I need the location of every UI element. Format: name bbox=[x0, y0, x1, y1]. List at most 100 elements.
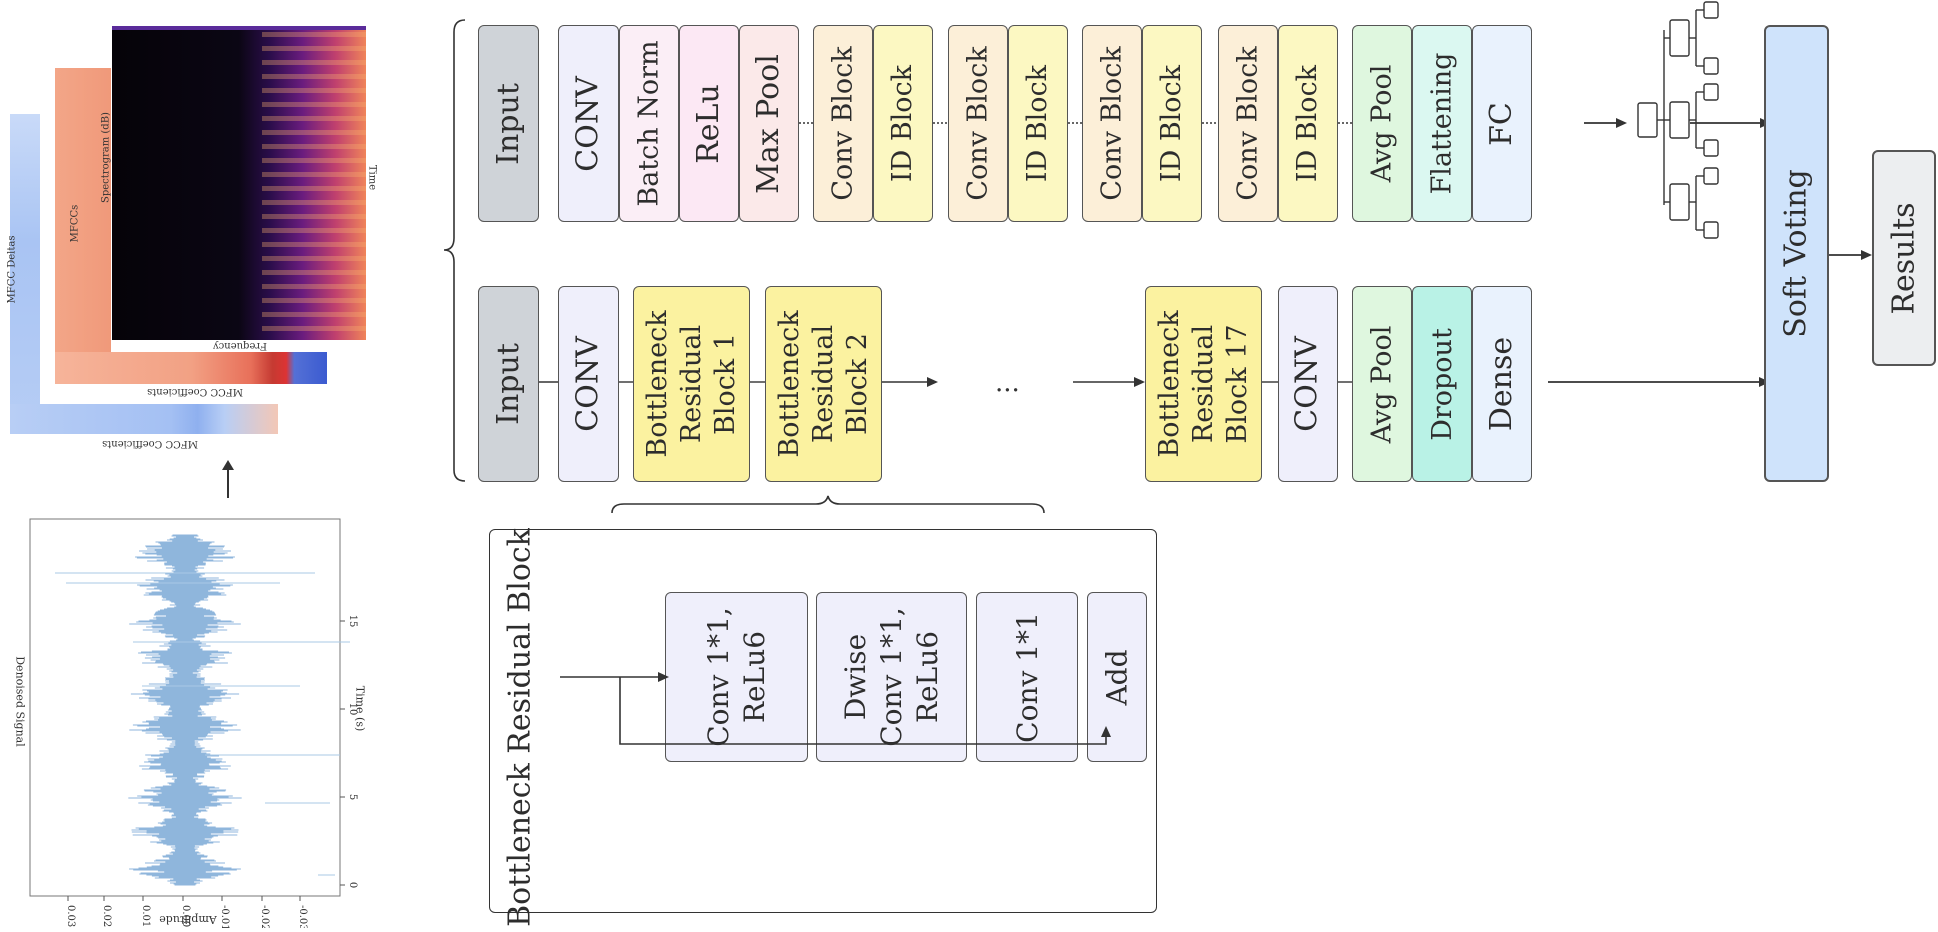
mfccs-x-label: MFCC Coefficients bbox=[147, 386, 243, 397]
mobilenet-input-label: Input bbox=[490, 343, 526, 425]
conv-block-2[interactable]: Conv Block bbox=[948, 25, 1008, 222]
spectrogram-panel: Spectrogram (dB) Frequency Time bbox=[80, 22, 400, 352]
id-block-4[interactable]: ID Block bbox=[1278, 25, 1338, 222]
detail-dwise-conv-block[interactable]: Dwise Conv 1*1, ReLu6 bbox=[816, 592, 967, 762]
bottleneck-brace bbox=[611, 495, 1045, 514]
spectrogram-band bbox=[262, 74, 366, 79]
mobilenet-connectors bbox=[539, 377, 1770, 387]
bottleneck-block-17[interactable]: Bottleneck Residual Block 17 bbox=[1145, 286, 1262, 482]
soft-voting-to-results-arrow bbox=[1829, 250, 1872, 260]
signal-y-axis-label: Amplitude bbox=[159, 913, 217, 926]
spectrogram-band bbox=[262, 144, 366, 149]
spectrogram-band bbox=[262, 298, 366, 303]
dense-block[interactable]: Dense bbox=[1472, 286, 1532, 482]
spectrogram-band bbox=[262, 88, 366, 93]
batch-norm-block[interactable]: Batch Norm bbox=[619, 25, 679, 222]
mfccs-map bbox=[55, 68, 111, 384]
amplitude-tick-label: 0.03 bbox=[65, 905, 76, 927]
spectrogram-band bbox=[262, 242, 366, 247]
signal-to-features-arrow bbox=[222, 460, 234, 498]
ellipsis-label: ... bbox=[995, 368, 1020, 398]
detail-add-block[interactable]: Add bbox=[1087, 592, 1147, 762]
id-block-3[interactable]: ID Block bbox=[1142, 25, 1202, 222]
mfccs-map-bottom bbox=[55, 352, 327, 384]
conv-block-3[interactable]: Conv Block bbox=[1082, 25, 1142, 222]
resnet-input-block[interactable]: Input bbox=[478, 25, 539, 222]
spectrogram-bands bbox=[262, 32, 366, 331]
spectrogram-y-label: Time bbox=[366, 164, 378, 191]
amplitude-tick-label: -0.03 bbox=[297, 905, 308, 928]
resnet-conv-label: CONV bbox=[570, 75, 606, 172]
spectrogram-x-label: Frequency bbox=[212, 340, 268, 351]
flattening-label: Flattening bbox=[1426, 52, 1458, 195]
mobilenet-input-block[interactable]: Input bbox=[478, 286, 539, 482]
relu-label: ReLu bbox=[691, 83, 726, 164]
time-tick-label: 10 bbox=[347, 703, 358, 716]
bottleneck-detail-panel: Bottleneck Residual Block Conv 1*1, ReLu… bbox=[489, 528, 1157, 927]
spectrogram-band bbox=[262, 270, 366, 275]
dropout-block[interactable]: Dropout bbox=[1412, 286, 1472, 482]
resnet-dotted-connectors bbox=[799, 122, 1352, 124]
spectrogram-band bbox=[262, 172, 366, 177]
id-block-2[interactable]: ID Block bbox=[1008, 25, 1068, 222]
spectrogram-band bbox=[262, 256, 366, 261]
decision-tree-icon bbox=[1637, 1, 1719, 239]
resnet-input-label: Input bbox=[490, 82, 526, 165]
decision-tree-section bbox=[1584, 1, 1771, 239]
time-tick-label: 5 bbox=[347, 794, 358, 800]
tree-to-soft-voting-arrow bbox=[1690, 118, 1771, 128]
conv-block-1[interactable]: Conv Block bbox=[813, 25, 873, 222]
spectrogram-band bbox=[262, 32, 366, 37]
fc-block[interactable]: FC bbox=[1472, 25, 1532, 222]
waveform-trace bbox=[128, 534, 242, 886]
flattening-block[interactable]: Flattening bbox=[1412, 25, 1472, 222]
mobilenet-conv2-block[interactable]: CONV bbox=[1278, 286, 1338, 482]
resnet-avg-pool-block[interactable]: Avg Pool bbox=[1352, 25, 1412, 222]
signal-plot-title: Denoised Signal bbox=[13, 656, 27, 747]
amplitude-tick-label: 0.00 bbox=[180, 905, 191, 927]
mobilenet-conv-block[interactable]: CONV bbox=[558, 286, 619, 482]
spectrogram-title: Spectrogram (dB) bbox=[100, 112, 112, 203]
spectrogram-band bbox=[262, 312, 366, 317]
bottleneck-detail-title: Bottleneck Residual Block bbox=[502, 528, 538, 927]
spectrogram-band bbox=[262, 46, 366, 51]
mobilenet-avg-pool-block[interactable]: Avg Pool bbox=[1352, 286, 1412, 482]
max-pool-block[interactable]: Max Pool bbox=[739, 25, 799, 222]
spectrogram-band bbox=[262, 326, 366, 331]
mfcc-deltas-map bbox=[10, 114, 40, 434]
relu-block[interactable]: ReLu bbox=[679, 25, 739, 222]
id-block-1[interactable]: ID Block bbox=[873, 25, 933, 222]
mfcc-deltas-x-label: MFCC Coefficients bbox=[102, 438, 198, 449]
mfcc-deltas-panel: MFCC Deltas MFCC Coefficients bbox=[6, 114, 278, 449]
spectrogram-band bbox=[262, 158, 366, 163]
detail-conv11-block[interactable]: Conv 1*1 bbox=[976, 592, 1078, 762]
max-pool-label: Max Pool bbox=[751, 53, 786, 194]
bottleneck-block-2[interactable]: Bottleneck Residual Block 2 bbox=[765, 286, 882, 482]
amplitude-tick-label: -0.01 bbox=[219, 905, 230, 928]
detail-conv-relu6-block[interactable]: Conv 1*1, ReLu6 bbox=[665, 592, 808, 762]
fc-label: FC bbox=[1484, 101, 1519, 146]
amplitude-tick-label: 0.02 bbox=[101, 905, 112, 927]
resnet-conv-block[interactable]: CONV bbox=[558, 25, 619, 222]
mfcc-deltas-title: MFCC Deltas bbox=[6, 235, 18, 304]
bottleneck-block-1[interactable]: Bottleneck Residual Block 1 bbox=[633, 286, 750, 482]
conv-block-4[interactable]: Conv Block bbox=[1218, 25, 1278, 222]
amplitude-tick-label: -0.02 bbox=[259, 905, 270, 928]
spectrogram-band bbox=[262, 60, 366, 65]
results-block[interactable]: Results bbox=[1872, 150, 1936, 366]
signal-x-axis-label: Time (s) bbox=[353, 685, 367, 732]
detail-skip-connection bbox=[560, 672, 1111, 745]
spectrogram-band bbox=[262, 102, 366, 107]
time-tick-label: 15 bbox=[347, 615, 358, 628]
spectrogram-band bbox=[262, 186, 366, 191]
mfccs-panel: MFCCs MFCC Coefficients bbox=[55, 68, 327, 397]
spectrogram-band bbox=[262, 214, 366, 219]
soft-voting-block[interactable]: Soft Voting bbox=[1764, 25, 1829, 482]
resnet-avg-pool-label: Avg Pool bbox=[1366, 64, 1398, 183]
rows-brace bbox=[443, 19, 466, 482]
spectrogram-heatmap bbox=[112, 26, 366, 340]
